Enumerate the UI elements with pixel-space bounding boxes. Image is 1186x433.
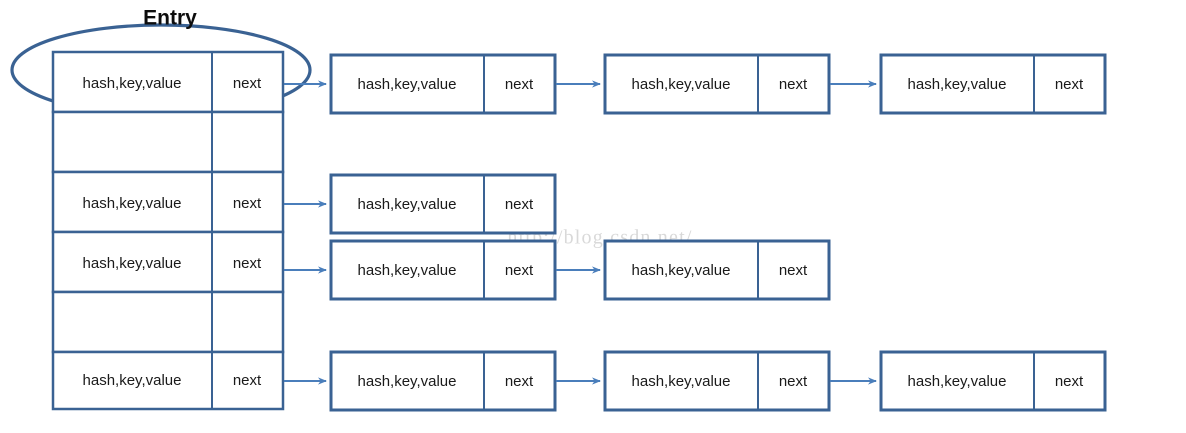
chain-5-node-2[interactable]: hash,key,value next <box>879 350 1107 412</box>
entry-array-table: hash,key,value next hash,key,value next <box>51 50 285 411</box>
bucket-row-4[interactable] <box>51 290 285 354</box>
bucket-row-3-next: next <box>233 255 262 272</box>
chain-0-node-1-next: next <box>779 76 808 93</box>
chain-row-2: hash,key,value next <box>284 173 557 235</box>
chain-3-node-0-rect <box>329 239 557 301</box>
chain-5-node-1-rect <box>603 350 831 412</box>
bucket-row-1-rect <box>51 110 285 174</box>
chain-row-5: hash,key,value next hash,key,value next … <box>284 350 1107 412</box>
bucket-row-5-data: hash,key,value <box>83 372 182 389</box>
chain-5-node-0-data: hash,key,value <box>358 373 457 390</box>
bucket-row-2-next: next <box>233 195 262 212</box>
bucket-row-0[interactable]: hash,key,value next <box>51 50 285 114</box>
chain-5-node-1[interactable]: hash,key,value next <box>603 350 831 412</box>
chain-3-node-1-next: next <box>779 262 808 279</box>
chain-row-0: hash,key,value next hash,key,value next … <box>284 53 1107 115</box>
entry-label: Entry <box>143 7 197 30</box>
chain-0-node-0-next: next <box>505 76 534 93</box>
bucket-row-2-data: hash,key,value <box>83 195 182 212</box>
chain-3-node-1-data: hash,key,value <box>632 262 731 279</box>
chain-0-node-2[interactable]: hash,key,value next <box>879 53 1107 115</box>
chain-0-node-2-rect <box>879 53 1107 115</box>
bucket-row-2[interactable]: hash,key,value next <box>51 170 285 234</box>
chain-5-node-0-next: next <box>505 373 534 390</box>
chain-row-3: hash,key,value next hash,key,value next <box>284 239 831 301</box>
chain-0-node-1[interactable]: hash,key,value next <box>603 53 831 115</box>
chain-5-node-0[interactable]: hash,key,value next <box>329 350 557 412</box>
chain-5-node-2-data: hash,key,value <box>908 373 1007 390</box>
chain-2-node-0-data: hash,key,value <box>358 196 457 213</box>
chain-3-node-0[interactable]: hash,key,value next <box>329 239 557 301</box>
bucket-row-3-rect <box>51 230 285 294</box>
chain-5-node-1-next: next <box>779 373 808 390</box>
chain-0-node-0[interactable]: hash,key,value next <box>329 53 557 115</box>
chain-0-node-1-rect <box>603 53 831 115</box>
chain-3-node-0-data: hash,key,value <box>358 262 457 279</box>
chain-2-node-0-next: next <box>505 196 534 213</box>
chain-0-node-2-next: next <box>1055 76 1084 93</box>
chain-5-node-1-data: hash,key,value <box>632 373 731 390</box>
bucket-row-0-data: hash,key,value <box>83 75 182 92</box>
bucket-row-0-rect <box>51 50 285 114</box>
chain-5-node-0-rect <box>329 350 557 412</box>
bucket-row-5-rect <box>51 350 285 411</box>
bucket-row-1[interactable] <box>51 110 285 174</box>
bucket-row-3-data: hash,key,value <box>83 255 182 272</box>
chain-3-node-0-next: next <box>505 262 534 279</box>
bucket-row-5[interactable]: hash,key,value next <box>51 350 285 411</box>
chain-2-node-0-rect <box>329 173 557 235</box>
chain-0-node-2-data: hash,key,value <box>908 76 1007 93</box>
chain-3-node-1-rect <box>603 239 831 301</box>
chain-5-node-2-rect <box>879 350 1107 412</box>
chain-0-node-0-rect <box>329 53 557 115</box>
chain-5-node-2-next: next <box>1055 373 1084 390</box>
chain-0-node-1-data: hash,key,value <box>632 76 731 93</box>
bucket-row-5-next: next <box>233 372 262 389</box>
bucket-row-3[interactable]: hash,key,value next <box>51 230 285 294</box>
chain-3-node-1[interactable]: hash,key,value next <box>603 239 831 301</box>
bucket-row-0-next: next <box>233 75 262 92</box>
bucket-row-4-rect <box>51 290 285 354</box>
chain-0-node-0-data: hash,key,value <box>358 76 457 93</box>
chain-2-node-0[interactable]: hash,key,value next <box>329 173 557 235</box>
